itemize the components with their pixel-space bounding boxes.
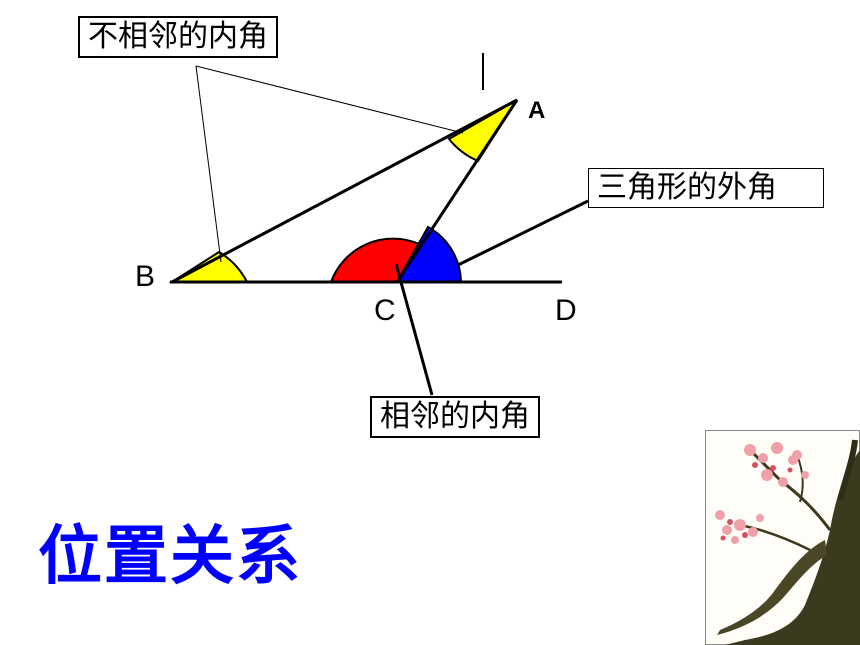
caption-title: 位置关系 bbox=[38, 520, 302, 594]
leader-exterior bbox=[457, 199, 589, 267]
point-label-c: C bbox=[374, 294, 396, 327]
callout-adjacent-angle: 相邻的内角 bbox=[370, 396, 540, 438]
side-ca bbox=[395, 99, 519, 283]
leader-non-adjacent-a bbox=[195, 65, 464, 134]
side-ba bbox=[171, 98, 518, 284]
leader-adjacent bbox=[394, 263, 434, 396]
callout-non-adjacent-angles: 不相邻的内角 bbox=[78, 16, 278, 58]
point-label-a: A bbox=[528, 97, 546, 124]
plum-blossom-painting-icon bbox=[705, 430, 860, 645]
leader-non-adjacent-b bbox=[195, 65, 222, 263]
point-label-d: D bbox=[555, 294, 577, 327]
callout-exterior-angle: 三角形的外角 bbox=[588, 168, 824, 208]
point-label-b: B bbox=[135, 260, 156, 293]
